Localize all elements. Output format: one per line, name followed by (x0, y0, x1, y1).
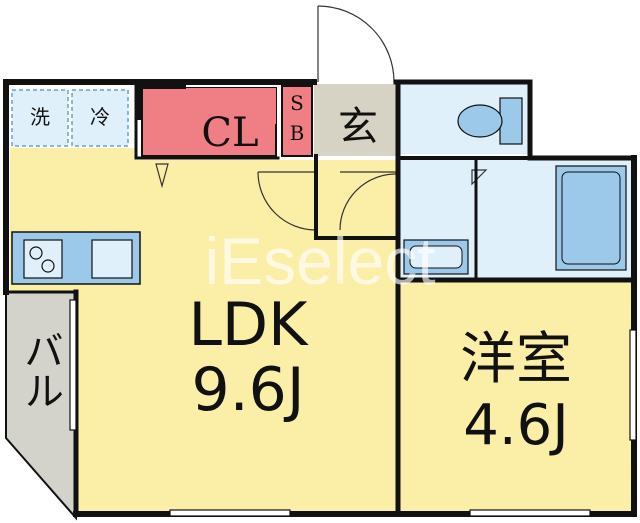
fridge-icon-label: 冷 (90, 105, 110, 129)
sink-icon (403, 239, 469, 275)
western-room-size: 4.6J (463, 393, 569, 458)
bathtub-icon (555, 165, 627, 271)
shoe-box (281, 85, 313, 157)
western-room-name: 洋室 (460, 327, 572, 392)
fridge-slot (71, 89, 129, 147)
kitchen-sink-icon (91, 239, 133, 279)
ldk-name: LDK (189, 290, 310, 360)
hall-floor (318, 160, 396, 236)
entrance-label: 玄 (338, 104, 378, 150)
shoe-box-label-top: S (290, 91, 304, 115)
entrance-area (314, 84, 396, 156)
washer-slot (11, 89, 69, 147)
kitchen-stove-icon (23, 239, 63, 279)
closet-upper (186, 88, 276, 124)
shoe-box-label-bottom: B (290, 121, 305, 145)
closet-label: CL (201, 110, 258, 156)
balcony-label: バル (17, 330, 63, 410)
washer-icon-label: 洗 (30, 105, 50, 129)
windows (69, 299, 637, 517)
western-room-floor (400, 282, 632, 512)
ldk-size: 9.6J (191, 355, 304, 425)
watermark: iEselect (204, 224, 435, 298)
toilet-icon (457, 97, 523, 145)
